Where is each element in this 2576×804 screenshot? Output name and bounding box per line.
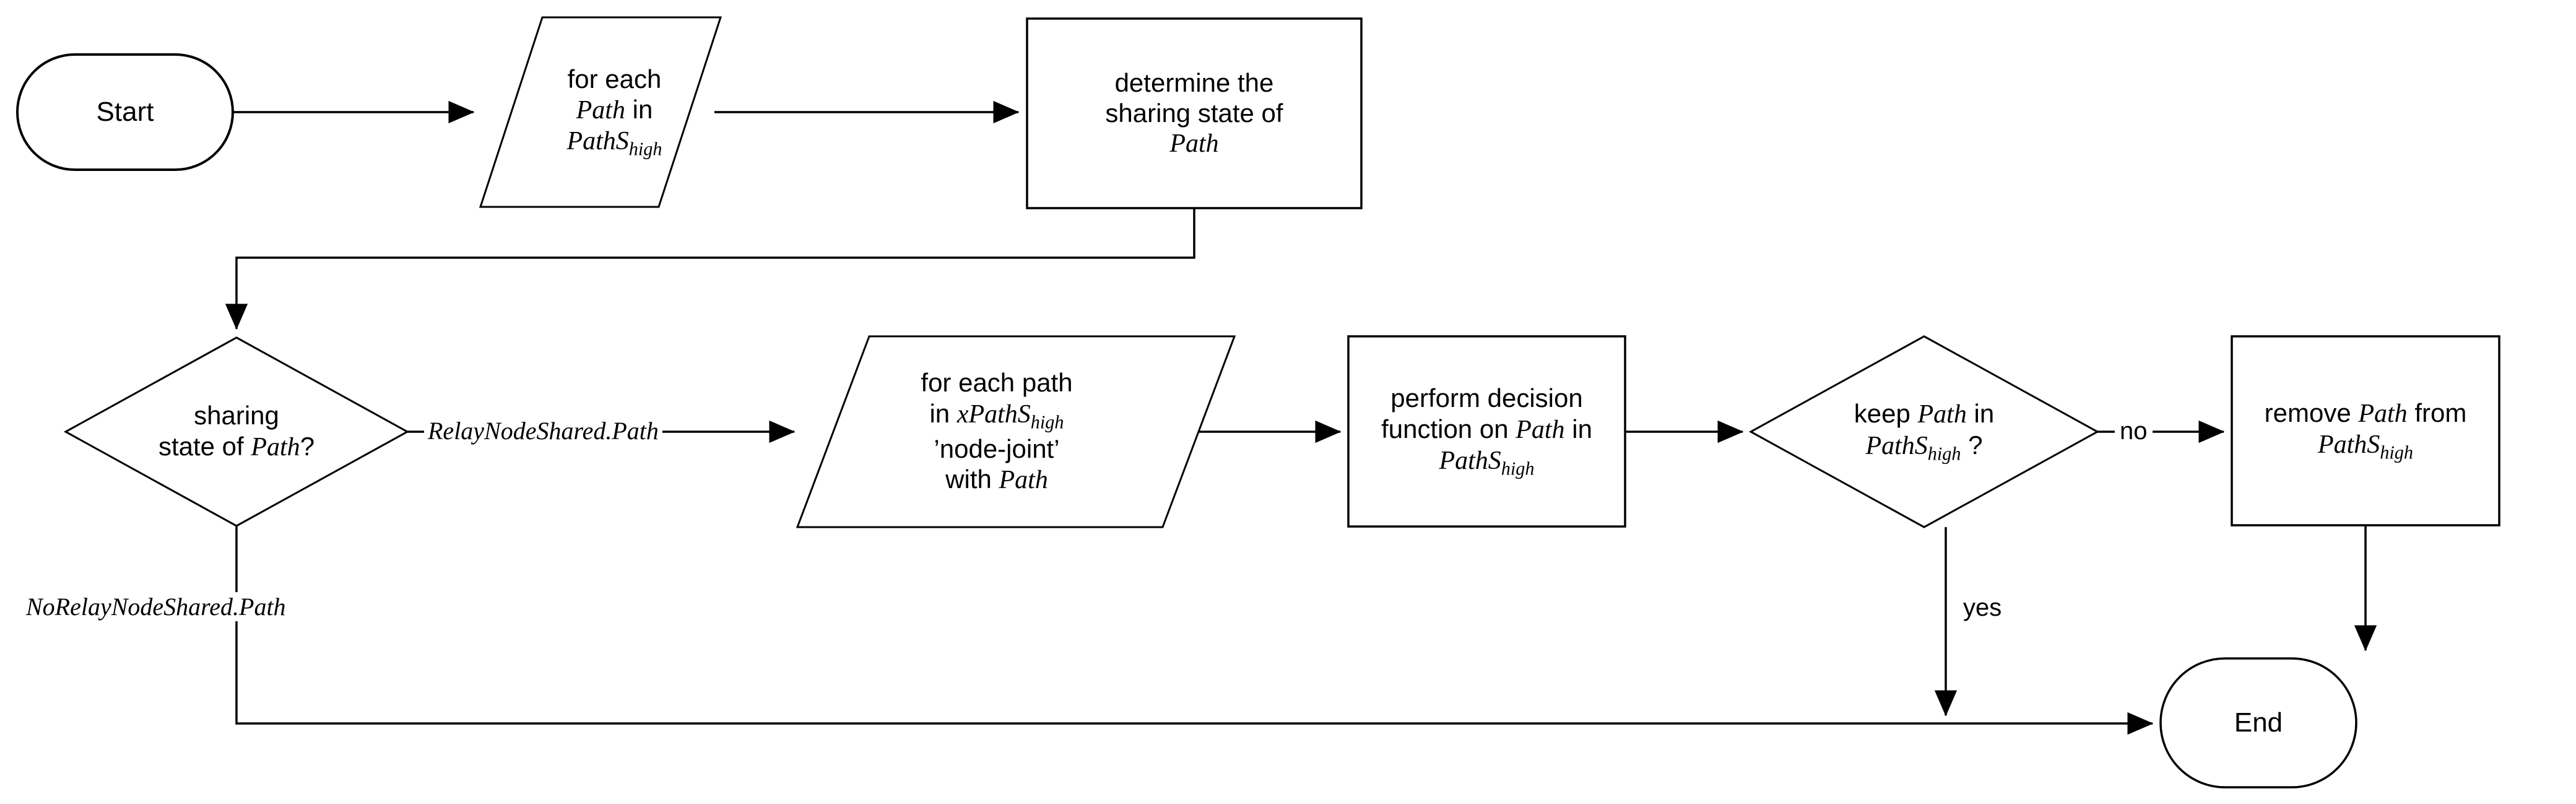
shape-end[interactable] — [2159, 657, 2357, 789]
shape-perform-decision-function[interactable] — [1347, 335, 1626, 528]
connector-sharing-decision-no-relay-to-end — [235, 526, 2154, 735]
connector-determine-to-sharing-decision — [225, 208, 1195, 330]
edge-label-no: no — [2115, 417, 2153, 445]
shape-keep-path-decision[interactable] — [1748, 335, 2100, 528]
edge-label-no-relay-node-shared: NoRelayNodeShared.Path — [22, 592, 290, 621]
shape-sharing-state-decision[interactable] — [63, 336, 410, 527]
edge-label-yes: yes — [1958, 594, 2007, 622]
shape-remove-path[interactable] — [2231, 335, 2500, 527]
edge-label-relay-node-shared: RelayNodeShared.Path — [424, 416, 662, 445]
shape-determine-sharing-state[interactable] — [1026, 17, 1363, 209]
shape-for-each-node-joint-path[interactable] — [796, 335, 1236, 528]
shape-for-each-path[interactable] — [479, 16, 722, 208]
shape-start[interactable] — [16, 53, 234, 171]
